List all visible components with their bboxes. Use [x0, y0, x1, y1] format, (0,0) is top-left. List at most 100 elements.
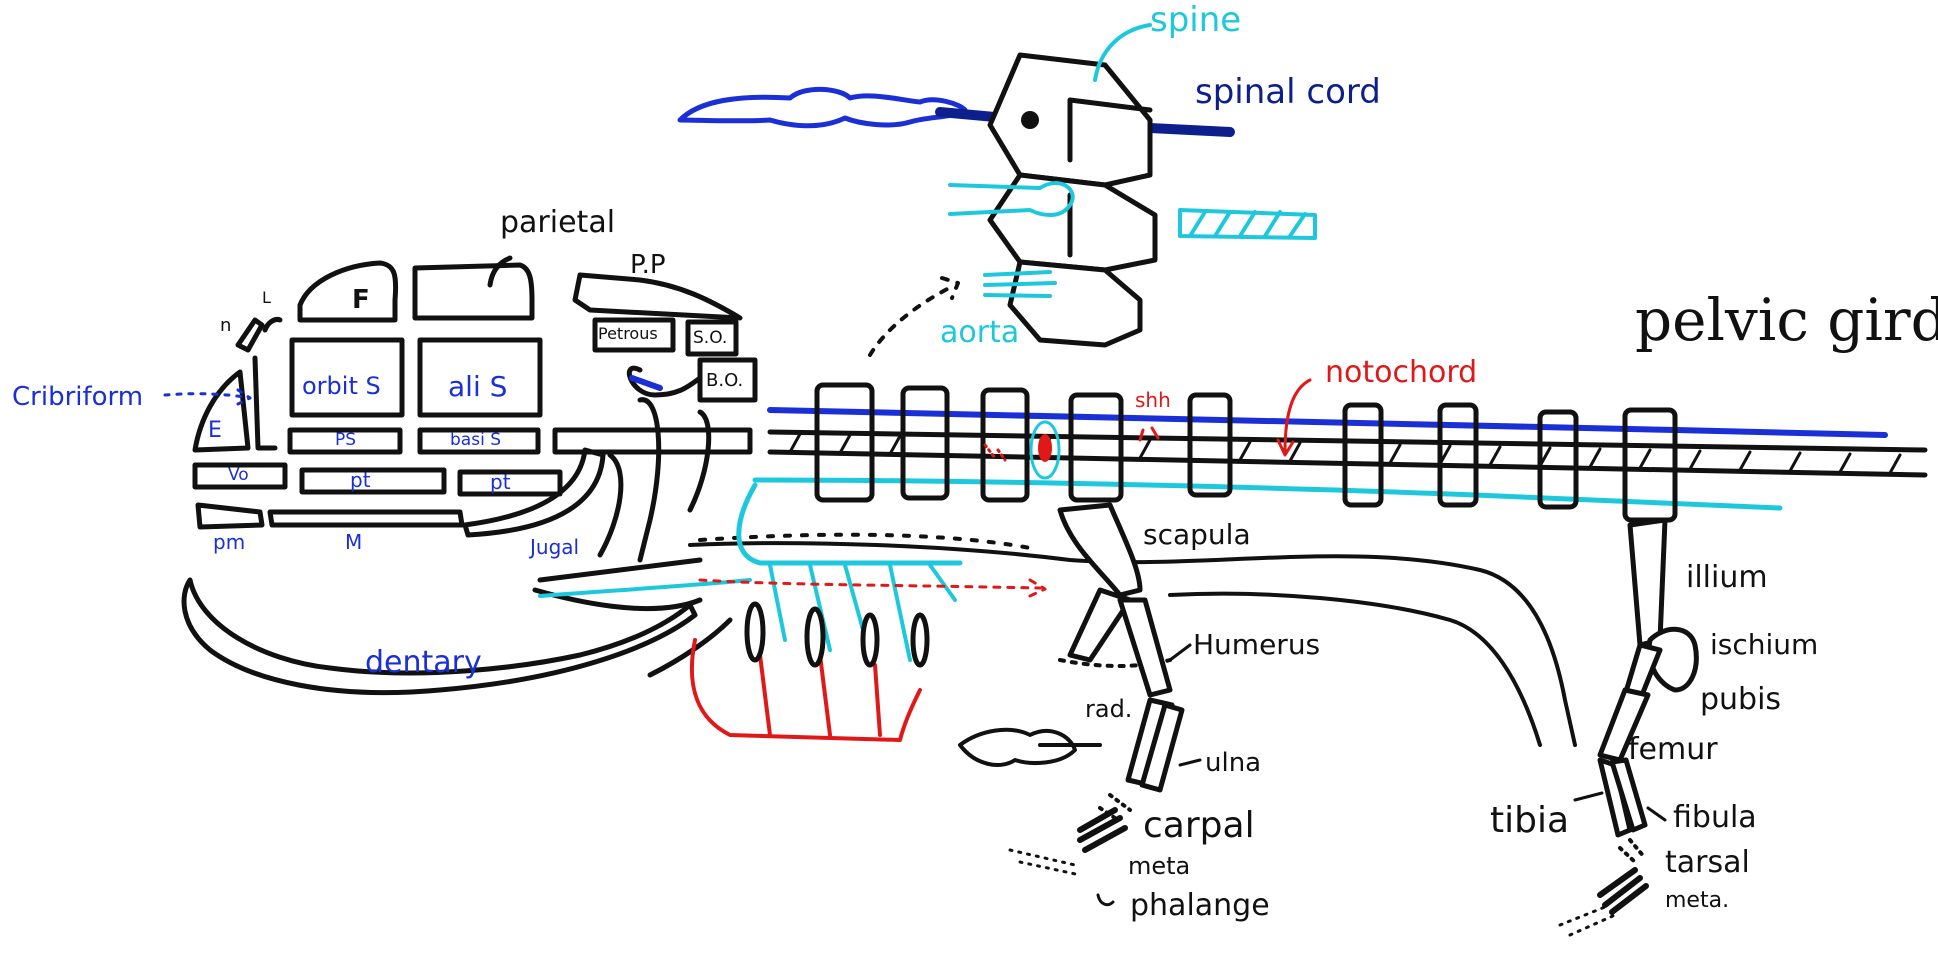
skull-base-bar [555, 430, 750, 452]
shh-arrows [1140, 428, 1158, 440]
parietal-leader [490, 258, 510, 285]
cribriform-pointer [165, 390, 250, 404]
label-notochord: notochord [1325, 355, 1478, 390]
label-f: F [352, 285, 370, 315]
label-spine: spine [1150, 0, 1242, 40]
label-e: E [208, 418, 222, 443]
label-tibia: tibia [1490, 800, 1570, 841]
inset-pointer-arrow [870, 278, 958, 355]
label-rad: rad. [1085, 695, 1133, 723]
premaxilla-bone [198, 505, 262, 527]
label-illium: illium [1686, 560, 1768, 595]
ilium-bone [1630, 520, 1665, 645]
spine-leader [1095, 25, 1150, 80]
red-dotted-arrow [700, 580, 1045, 596]
parietal-bone [415, 265, 532, 318]
label-m: M [345, 530, 363, 554]
aorta-branches [985, 272, 1055, 296]
alis-bone [420, 340, 540, 415]
lacrimal-bone [265, 319, 280, 330]
hyoid-arch-3 [600, 455, 621, 555]
label-meta-fore: meta [1128, 852, 1191, 880]
notochord-pointer [1278, 380, 1310, 455]
hyoid-arch [640, 400, 659, 560]
hindlimb [1600, 520, 1696, 912]
label-spinal-cord: spinal cord [1195, 72, 1381, 112]
label-petrous: Petrous [598, 324, 658, 343]
frontal-bone [300, 263, 396, 320]
body-dotted [700, 535, 1030, 548]
axial-skeleton [755, 380, 1925, 520]
aorta-vessel [950, 183, 1315, 238]
ethmoid-bone [195, 372, 248, 450]
hyoid-loop [629, 368, 700, 395]
petrous-bone [595, 320, 673, 350]
label-jugal: Jugal [530, 535, 580, 559]
label-vo: Vo [228, 465, 249, 485]
label-shh: shh [1135, 388, 1171, 412]
label-pt2: pt [490, 470, 511, 494]
red-spots [985, 445, 1005, 460]
label-ischium: ischium [1710, 628, 1819, 661]
phalange-dots [1010, 850, 1080, 875]
label-bo: B.O. [706, 370, 744, 391]
ulna-bone [1142, 705, 1182, 790]
label-dentary: dentary [365, 645, 482, 680]
label-pp: P.P [630, 250, 666, 280]
gill-red-box [692, 640, 920, 740]
fibula-pointer [1648, 808, 1665, 820]
ps-bone [290, 430, 400, 452]
gill-cyan-top [739, 485, 960, 563]
label-humerus: Humerus [1193, 628, 1321, 661]
body-dorsal [690, 543, 1575, 745]
notochord-highlight [1031, 422, 1059, 478]
tibia-pointer [1575, 793, 1602, 800]
label-pm: pm [213, 530, 246, 554]
label-l: L [262, 288, 271, 307]
hyoid-arch-2 [690, 412, 709, 510]
nasal-bone [238, 320, 262, 350]
jugal-bone [465, 450, 603, 535]
label-fibula: fibula [1673, 800, 1757, 835]
gill-red-arches [760, 655, 880, 735]
dentary-bone [184, 580, 695, 693]
coracoid-bone [1070, 590, 1130, 660]
tarsal-dots [1620, 840, 1645, 862]
metatarsals [1600, 870, 1646, 912]
carpal-dots [1100, 795, 1130, 820]
ischium-bone [1649, 629, 1696, 690]
so-bone [688, 322, 736, 354]
pt1-bone [302, 470, 444, 492]
label-orbits: orbit S [302, 372, 381, 400]
label-so: S.O. [693, 328, 728, 348]
spinal-cord-left-blob [680, 89, 965, 125]
label-ps: PS [335, 430, 357, 450]
gill-region [540, 485, 1100, 765]
label-phalange: phalange [1130, 888, 1270, 923]
label-n: n [220, 315, 232, 336]
label-pt1: pt [350, 468, 371, 492]
shh-dot [1038, 434, 1052, 462]
gill-slits [747, 604, 927, 665]
label-parietal: parietal [500, 205, 616, 240]
label-femur: femur [1628, 732, 1718, 767]
label-aorta: aorta [940, 315, 1020, 350]
basis-bone [420, 430, 538, 452]
body-ventral [1170, 594, 1540, 745]
vertebra-stack [990, 55, 1155, 345]
gut-blob [960, 730, 1100, 765]
orbits-bone [292, 340, 402, 415]
skull [184, 258, 755, 693]
spinal-cord-axis [770, 410, 1885, 435]
pt2-bone [460, 472, 560, 494]
humerus-bone [1120, 600, 1170, 695]
label-tarsal: tarsal [1665, 845, 1750, 880]
ulna-pointer [1180, 760, 1200, 765]
label-basis: basi S [450, 430, 501, 450]
label-scapula: scapula [1143, 518, 1251, 551]
label-meta-hind: meta. [1665, 888, 1730, 913]
gill-cyan-arches [770, 565, 955, 660]
metacarpals [1080, 810, 1125, 850]
